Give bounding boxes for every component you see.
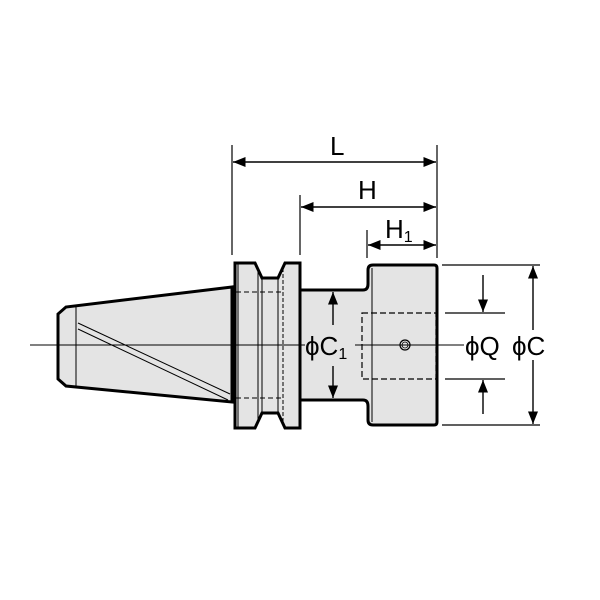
key-slot-line	[77, 328, 229, 401]
label-C: ϕC	[512, 331, 545, 361]
label-H1: H1	[385, 214, 413, 246]
label-C1: ϕC1	[305, 331, 347, 363]
label-Q-mask	[464, 330, 508, 360]
label-L: L	[330, 131, 344, 161]
label-H: H	[358, 175, 377, 205]
bore-hidden-outline	[361, 312, 437, 380]
label-Q: ϕQ	[465, 331, 500, 361]
key-slot-line	[77, 322, 231, 395]
label-C1-mask	[305, 330, 355, 360]
label-C-mask	[518, 330, 548, 360]
